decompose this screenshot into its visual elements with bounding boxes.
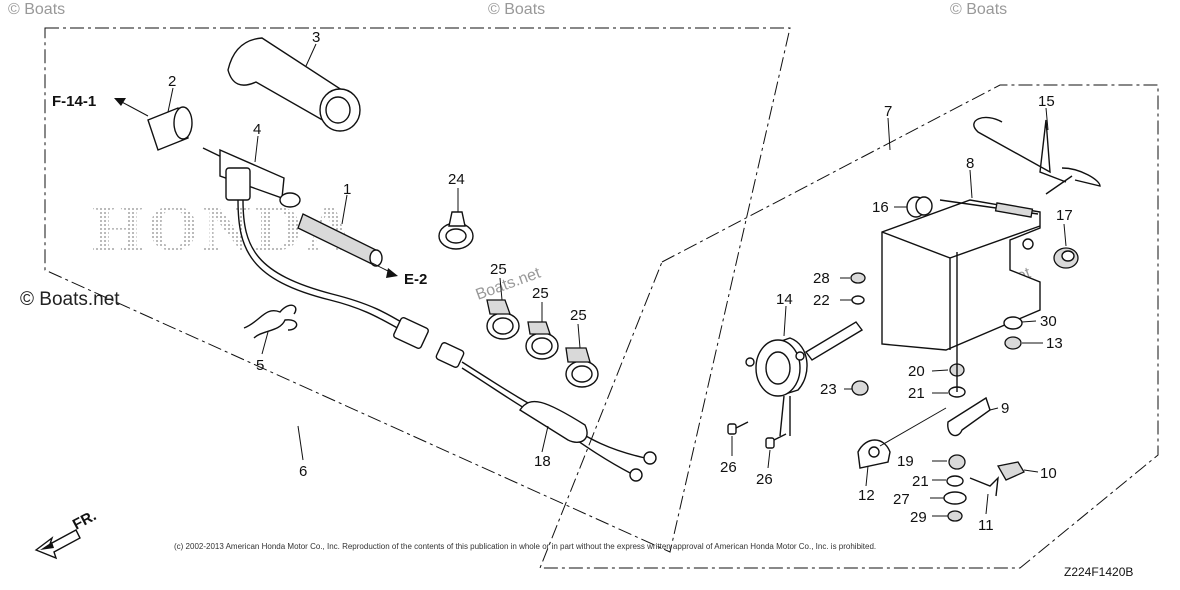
callout-14[interactable]: 14 xyxy=(776,291,793,308)
callout-12[interactable]: 12 xyxy=(858,487,875,504)
callout-10[interactable]: 10 xyxy=(1040,465,1057,482)
ball-joint-12 xyxy=(857,439,891,469)
boats-net-label: © Boats.net xyxy=(20,289,120,310)
right-group-frame xyxy=(539,84,1159,569)
reference-arrows xyxy=(114,98,398,278)
callout-20[interactable]: 20 xyxy=(908,363,925,380)
harness-connector xyxy=(393,316,465,368)
nut-10 xyxy=(996,461,1025,481)
callout-25-b[interactable]: 25 xyxy=(532,285,549,302)
callout-13[interactable]: 13 xyxy=(1046,335,1063,352)
tube-part xyxy=(227,37,361,132)
watermark-corner-right: © Boats xyxy=(950,1,1007,18)
collar-part xyxy=(147,106,193,151)
hose-clamp-24 xyxy=(438,211,474,250)
callout-25-a[interactable]: 25 xyxy=(490,261,507,278)
callout-23[interactable]: 23 xyxy=(820,381,837,398)
callout-18[interactable]: 18 xyxy=(534,453,551,470)
callout-28[interactable]: 28 xyxy=(813,270,830,287)
callout-1[interactable]: 1 xyxy=(343,181,351,198)
watermark-corner-mid: © Boats xyxy=(488,1,545,18)
callout-16[interactable]: 16 xyxy=(872,199,889,216)
front-label: FR. xyxy=(70,507,99,533)
callout-9[interactable]: 9 xyxy=(1001,400,1009,417)
hose-clamps-25 xyxy=(486,299,599,388)
callout-25-c[interactable]: 25 xyxy=(570,307,587,324)
callout-numbers: 2 3 4 1 5 6 7 8 9 10 11 12 13 14 15 16 1… xyxy=(168,29,1073,534)
link-arm-9 xyxy=(947,396,991,437)
diagram-code: Z224F1420B xyxy=(1064,565,1133,579)
cable-harness xyxy=(461,361,657,482)
callout-26-right[interactable]: 26 xyxy=(756,471,773,488)
callout-3[interactable]: 3 xyxy=(312,29,320,46)
callout-7[interactable]: 7 xyxy=(884,103,892,120)
callout-19[interactable]: 19 xyxy=(897,453,914,470)
wire-clip xyxy=(243,304,298,339)
rod-11 xyxy=(969,476,999,497)
callout-22[interactable]: 22 xyxy=(813,292,830,309)
watermark-corner-left: © Boats xyxy=(8,1,65,18)
callout-26-left[interactable]: 26 xyxy=(720,459,737,476)
callout-29[interactable]: 29 xyxy=(910,509,927,526)
wire-spring xyxy=(973,116,1101,195)
grommet-16 xyxy=(906,196,933,218)
front-arrow-icon xyxy=(34,529,81,560)
callout-11[interactable]: 11 xyxy=(978,517,994,534)
switch-assembly xyxy=(202,147,409,333)
sensor-part xyxy=(745,321,864,437)
callout-4[interactable]: 4 xyxy=(253,121,261,138)
nut-17 xyxy=(1053,247,1079,269)
callout-17[interactable]: 17 xyxy=(1056,207,1073,224)
callout-8[interactable]: 8 xyxy=(966,155,974,172)
callout-21-lower[interactable]: 21 xyxy=(912,473,929,490)
left-group-frame xyxy=(44,27,791,553)
callout-5[interactable]: 5 xyxy=(256,357,264,374)
ref-f-14-1[interactable]: F-14-1 xyxy=(52,93,96,110)
leader-lines xyxy=(167,43,1067,517)
callout-2[interactable]: 2 xyxy=(168,73,176,90)
callout-30[interactable]: 30 xyxy=(1040,313,1057,330)
callout-15[interactable]: 15 xyxy=(1038,93,1055,110)
callout-6[interactable]: 6 xyxy=(299,463,307,480)
mount-bracket xyxy=(881,199,1041,351)
callout-27[interactable]: 27 xyxy=(893,491,910,508)
callout-24[interactable]: 24 xyxy=(448,171,465,188)
callout-21-upper[interactable]: 21 xyxy=(908,385,925,402)
ref-e-2[interactable]: E-2 xyxy=(404,271,427,288)
copyright-notice: (c) 2002-2013 American Honda Motor Co., … xyxy=(174,542,876,551)
small-hardware xyxy=(850,252,1023,522)
screws-26 xyxy=(727,421,787,449)
